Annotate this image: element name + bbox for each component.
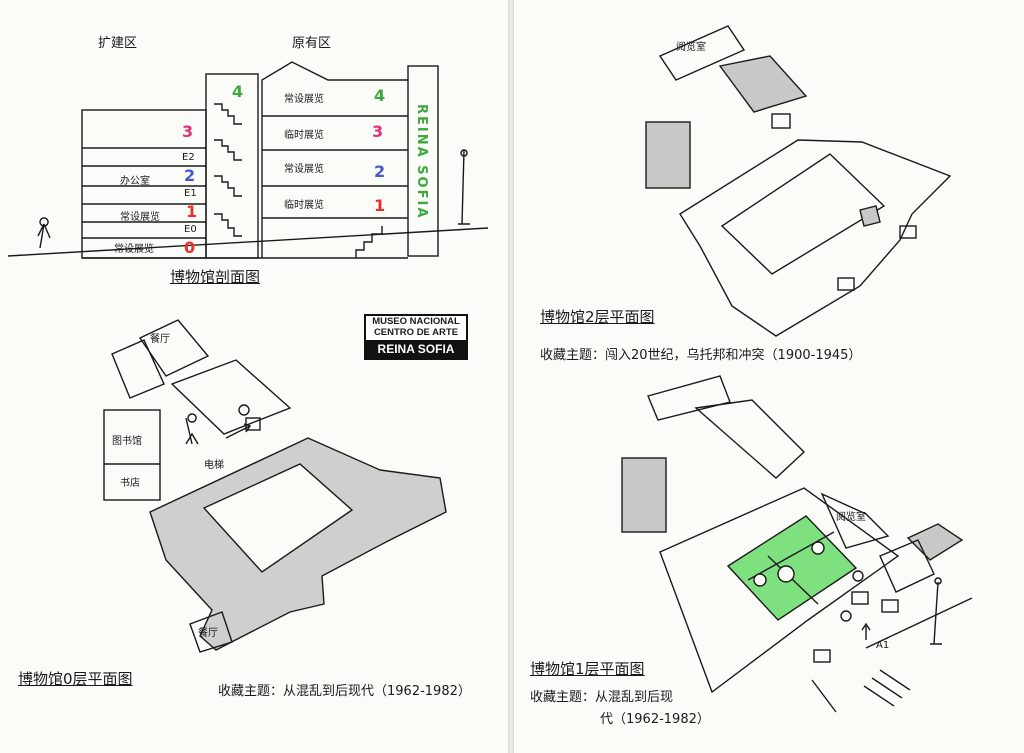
right-floor-4: 4: [374, 86, 386, 105]
floor0-title: 博物馆0层平面图: [18, 670, 133, 688]
floor0-room-restaurant-2: 餐厅: [198, 628, 218, 639]
floor-code-e1: E1: [184, 188, 197, 199]
right-floor-1: 1: [374, 196, 386, 215]
left-floor-1: 1: [186, 202, 198, 221]
floor2-plan: [645, 25, 952, 337]
right-room-4: 常设展览: [284, 94, 324, 105]
floor-code-e2: E2: [182, 152, 195, 163]
floor2-title: 博物馆2层平面图: [540, 308, 655, 326]
logo-line-2: CENTRO DE ARTE: [373, 327, 459, 338]
entrance-marker: A1: [876, 640, 890, 651]
left-room-office: 办公室: [120, 176, 150, 187]
floor2-theme: 收藏主题：闯入20世纪，乌托邦和冲突（1900-1945）: [540, 348, 862, 363]
left-floor-0: 0: [184, 238, 196, 257]
right-room-3: 临时展览: [284, 130, 324, 141]
floor1-title: 博物馆1层平面图: [530, 660, 645, 678]
original-label: 原有区: [292, 36, 332, 51]
expansion-label: 扩建区: [98, 36, 138, 51]
building-sign: REINA SOFIA: [414, 104, 429, 220]
left-floor-2: 2: [184, 166, 196, 185]
right-room-1: 临时展览: [284, 200, 324, 211]
left-room-permanent-0: 常设展览: [114, 244, 154, 255]
floor1-theme-line2: 代（1962-1982）: [600, 712, 710, 727]
floor0-room-elevator: 电梯: [204, 460, 224, 471]
tower-floor-4: 4: [232, 82, 244, 101]
left-floor-3: 3: [182, 122, 194, 141]
floor1-reading-room: 阅览室: [836, 512, 866, 523]
floor-code-e0: E0: [184, 224, 197, 235]
notebook-gutter: [508, 0, 514, 753]
floor0-room-bookstore: 书店: [120, 478, 140, 489]
floor0-theme: 收藏主题：从混乱到后现代（1962-1982）: [218, 684, 471, 699]
right-floor-2: 2: [374, 162, 386, 181]
logo-line-1: MUSEO NACIONAL: [372, 316, 460, 327]
left-room-permanent-1: 常设展览: [120, 212, 160, 223]
section-drawing: [7, 61, 489, 259]
right-page: [512, 0, 1024, 753]
right-floor-3: 3: [372, 122, 384, 141]
logo-line-3: REINA SOFIA: [366, 340, 466, 358]
floor0-plan: [103, 319, 447, 653]
floor1-theme-line1: 收藏主题：从混乱到后现: [530, 690, 674, 705]
floor0-room-restaurant: 餐厅: [150, 334, 170, 345]
right-room-2: 常设展览: [284, 164, 324, 175]
floor1-plan: [621, 375, 973, 713]
museum-logo: MUSEO NACIONAL CENTRO DE ARTE REINA SOFI…: [364, 314, 468, 360]
floor0-room-library: 图书馆: [112, 436, 142, 447]
section-title: 博物馆剖面图: [170, 268, 261, 286]
floor2-reading-room: 阅览室: [676, 42, 706, 53]
